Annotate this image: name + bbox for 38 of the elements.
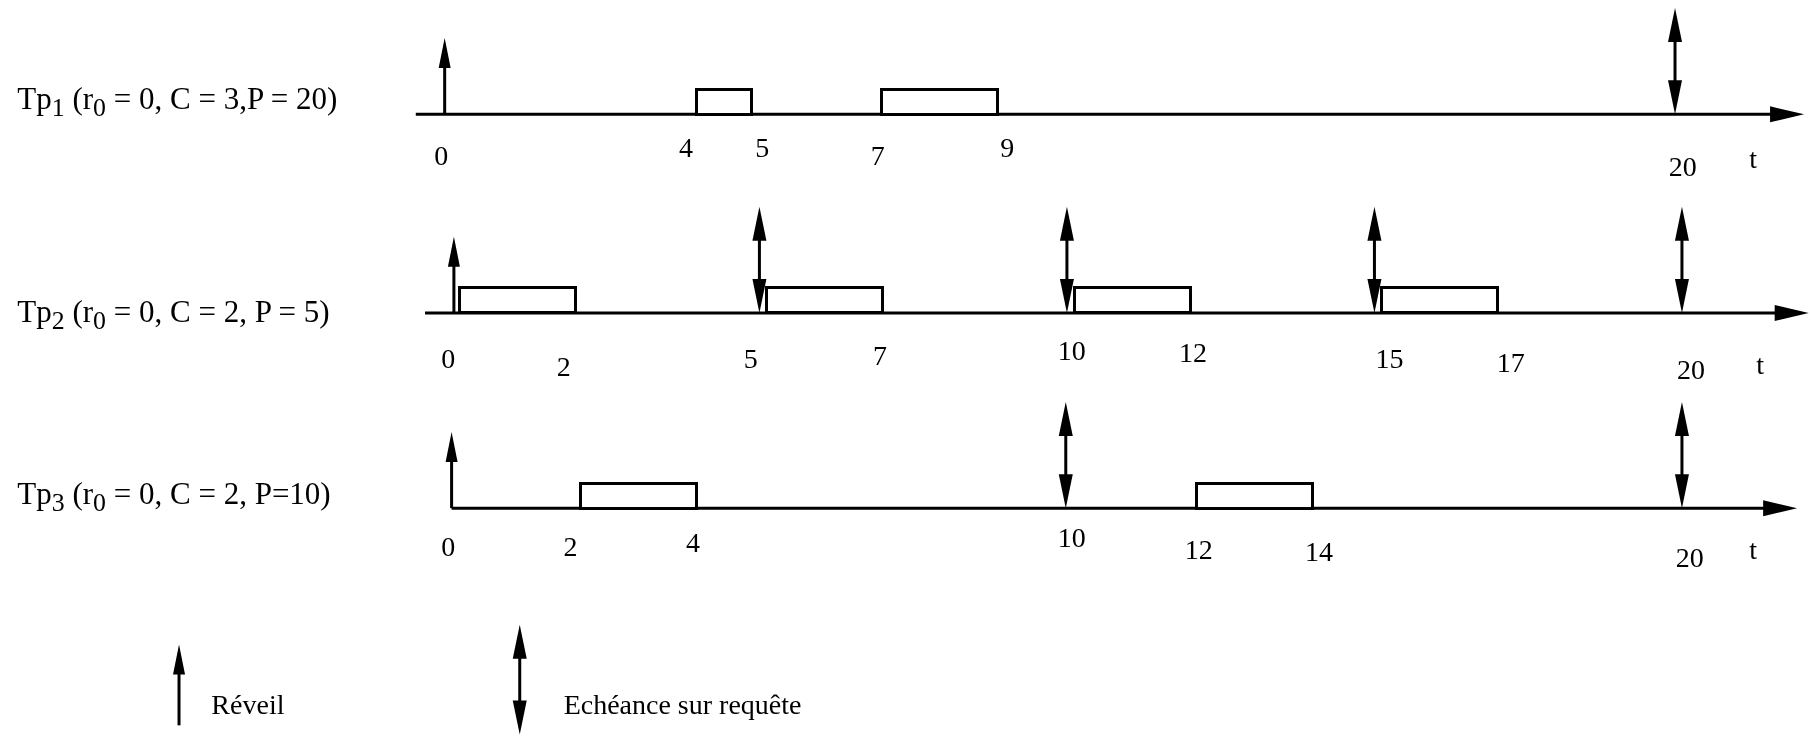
task-label: Tp$_{1}$ (r$_{0}$ = 0, C = 3,P = 20) <box>17 82 338 121</box>
execution-block <box>1380 286 1500 315</box>
tick-label: 5 <box>743 345 758 374</box>
legend-label: Réveil <box>211 690 285 719</box>
tick-label: 2 <box>563 533 578 562</box>
execution-block <box>457 286 577 315</box>
tick-label: t <box>1749 145 1758 174</box>
execution-block <box>578 481 699 510</box>
legend-label: Echéance sur requête <box>563 690 802 719</box>
tick-label: 9 <box>1000 133 1015 162</box>
execution-block <box>1195 481 1315 510</box>
tick-label: t <box>1749 535 1758 564</box>
tick-label: 0 <box>441 345 456 374</box>
tick-label: 5 <box>755 133 770 162</box>
tick-label: 2 <box>556 353 571 382</box>
tick-label: 14 <box>1304 538 1333 567</box>
execution-block <box>1072 286 1192 315</box>
tick-label: 0 <box>434 141 449 170</box>
execution-block <box>765 286 885 315</box>
tick-label: 4 <box>679 133 694 162</box>
tick-label: 0 <box>441 533 456 562</box>
task-label: Tp$_{2}$ (r$_{0}$ = 0, C = 2, P = 5) <box>17 296 330 335</box>
tick-label: 10 <box>1057 337 1086 366</box>
tick-label: 20 <box>1668 153 1697 182</box>
execution-block <box>880 87 1000 116</box>
tick-label: 10 <box>1057 524 1086 553</box>
tick-label: t <box>1756 350 1765 379</box>
tick-label: 20 <box>1675 543 1704 572</box>
tick-label: 7 <box>873 341 888 370</box>
tick-label: 17 <box>1496 348 1525 377</box>
tick-label: 15 <box>1375 345 1404 374</box>
tick-label: 12 <box>1184 535 1213 564</box>
execution-block <box>695 87 753 116</box>
tick-label: 20 <box>1676 355 1705 384</box>
task-label: Tp$_{3}$ (r$_{0}$ = 0, C = 2, P=10) <box>17 477 331 516</box>
tick-label: 4 <box>686 528 700 557</box>
tick-label: 12 <box>1179 339 1208 368</box>
tick-label: 7 <box>870 141 885 170</box>
